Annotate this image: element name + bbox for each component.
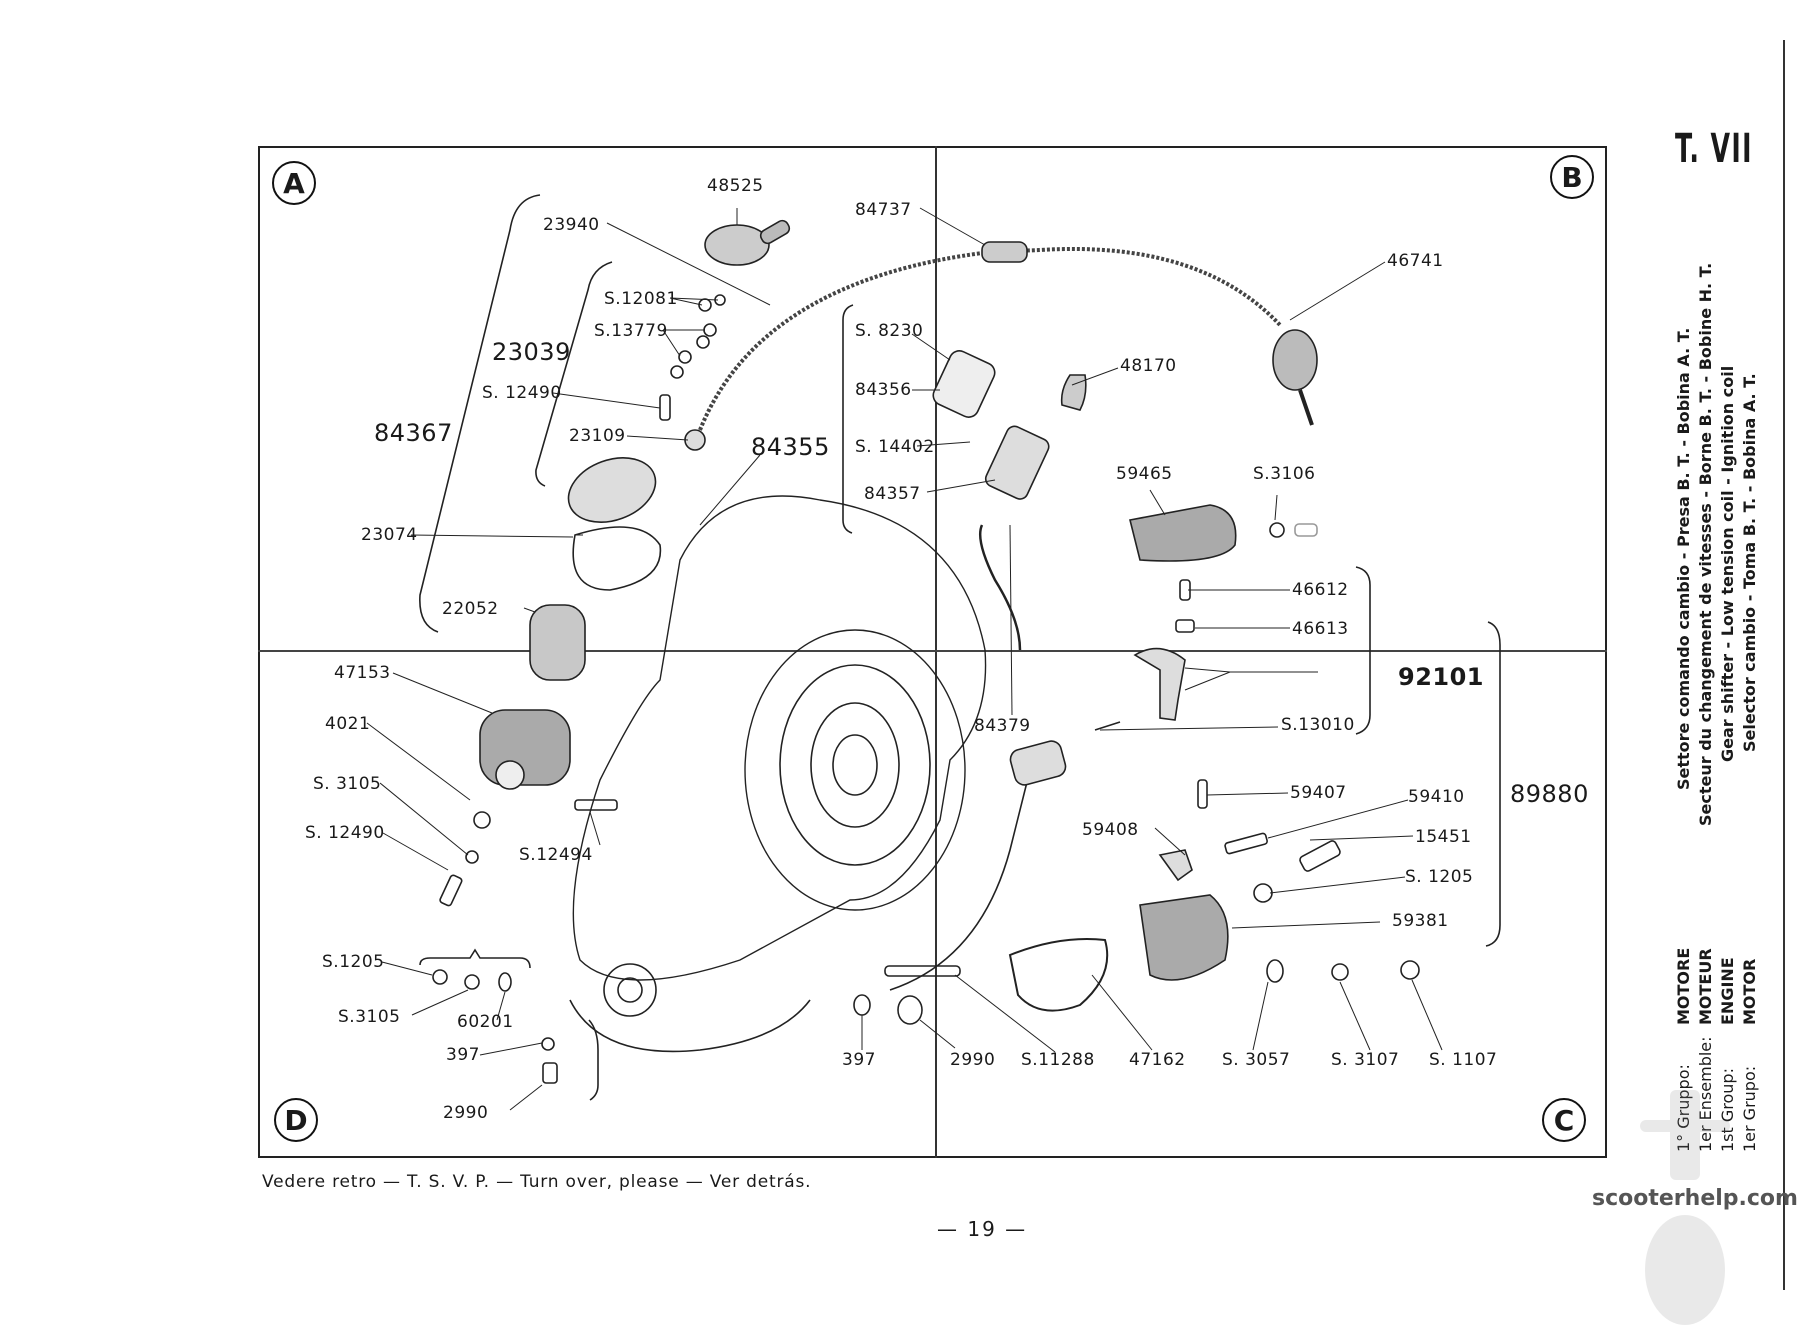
description-line: Gear shifter - Low tension coil - Igniti… <box>1718 365 1737 762</box>
gasket-47162 <box>1008 938 1109 1012</box>
part-label: 84356 <box>855 380 912 400</box>
part-label: 397 <box>842 1050 876 1070</box>
selector-92101 <box>1133 647 1186 721</box>
part-label: S.12081 <box>604 289 678 309</box>
part-label: 23074 <box>361 525 418 545</box>
description-line: Selector cambio - Toma B. T. - Bobina A.… <box>1740 373 1759 752</box>
assembly-label: 23039 <box>492 338 571 366</box>
part-label: 47153 <box>334 663 391 683</box>
selector-box-59381 <box>1139 894 1229 981</box>
watermark-text: scooterhelp.com <box>1592 1186 1798 1211</box>
coil-22052 <box>529 604 586 681</box>
quadrant-marker-b: B <box>1550 155 1594 199</box>
ht-coil-cap-23109 <box>567 457 657 523</box>
plate-title: T. VII <box>1675 126 1753 172</box>
part-label: 59465 <box>1116 464 1173 484</box>
connector-84356 <box>932 350 996 418</box>
quadrant-divider-vertical <box>935 146 937 1158</box>
scooter-watermark-icon <box>1640 1090 1730 1325</box>
part-label: S. 1107 <box>1429 1050 1498 1070</box>
part-label: 59410 <box>1408 787 1465 807</box>
assembly-label: 92101 <box>1398 663 1484 691</box>
part-label: S.3106 <box>1253 464 1316 484</box>
part-label: 47162 <box>1129 1050 1186 1070</box>
part-label: 46613 <box>1292 619 1349 639</box>
brace-84355 <box>842 304 854 534</box>
assembly-label: 84355 <box>751 433 830 461</box>
footer-note: Vedere retro — T. S. V. P. — Turn over, … <box>262 1172 812 1192</box>
part-label: S. 12490 <box>482 383 562 403</box>
part-label: 59381 <box>1392 911 1449 931</box>
brace-hardware <box>419 948 531 969</box>
gasket-23074 <box>572 526 662 591</box>
part-label: 84379 <box>974 716 1031 736</box>
leader-lines <box>366 207 1443 1111</box>
part-label: 2990 <box>950 1050 996 1070</box>
description-line: Secteur du changement de vitesses - Born… <box>1696 262 1715 826</box>
part-label: S. 3105 <box>313 774 382 794</box>
part-label: S. 8230 <box>855 321 924 341</box>
part-48525 <box>704 224 770 266</box>
terminal-84357 <box>984 425 1050 500</box>
group-value: MOTOR <box>1740 958 1759 1025</box>
part-label: S.13779 <box>594 321 668 341</box>
coil-47153 <box>479 709 571 786</box>
part-label: 2990 <box>443 1103 489 1123</box>
diagram-frame <box>258 146 1607 1158</box>
quadrant-marker-d: D <box>274 1098 318 1142</box>
group-value: ENGINE <box>1718 957 1737 1025</box>
part-label: 84737 <box>855 200 912 220</box>
part-label: 23940 <box>543 215 600 235</box>
brace-92101 <box>1355 566 1371 735</box>
engine-cover <box>572 495 987 981</box>
ht-cable <box>698 246 1282 431</box>
assembly-label: 89880 <box>1510 780 1589 808</box>
assembly-label: 84367 <box>374 419 453 447</box>
part-label: 23109 <box>569 426 626 446</box>
group-value: MOTEUR <box>1696 948 1715 1025</box>
description-line: Settore comando cambio - Presa B. T. - B… <box>1674 327 1693 790</box>
cable-connector-84737 <box>981 241 1028 263</box>
part-label: 46612 <box>1292 580 1349 600</box>
flywheel <box>744 629 966 911</box>
quadrant-divider-horizontal <box>258 650 1607 652</box>
page-edge-line <box>1783 40 1785 1290</box>
part-label: S. 14402 <box>855 437 935 457</box>
part-label: S. 12490 <box>305 823 385 843</box>
spark-cap-46741 <box>1272 329 1318 391</box>
part-label: 60201 <box>457 1012 514 1032</box>
part-label: S.1205 <box>322 952 385 972</box>
part-label: 48525 <box>707 176 764 196</box>
brace-bottom-left <box>588 1019 599 1101</box>
part-label: 46741 <box>1387 251 1444 271</box>
quadrant-marker-c: C <box>1542 1098 1586 1142</box>
part-label: S.11288 <box>1021 1050 1095 1070</box>
brace-84367 <box>419 194 541 633</box>
cover-59465 <box>1129 504 1237 562</box>
kickstart-lever <box>889 769 1031 991</box>
part-label: 22052 <box>442 599 499 619</box>
brace-89880 <box>1485 621 1501 947</box>
part-label: S. 1205 <box>1405 867 1474 887</box>
quadrant-marker-a: A <box>272 161 316 205</box>
group-value: MOTORE <box>1674 947 1693 1025</box>
part-label: 4021 <box>325 714 371 734</box>
brace-23039 <box>535 261 613 487</box>
crankcase-hub <box>603 963 657 1017</box>
part-label: 48170 <box>1120 356 1177 376</box>
part-label: 59408 <box>1082 820 1139 840</box>
part-label: S. 3107 <box>1331 1050 1400 1070</box>
part-label: 397 <box>446 1045 480 1065</box>
part-label: S.12494 <box>519 845 593 865</box>
part-label: S.3105 <box>338 1007 401 1027</box>
part-label: 84357 <box>864 484 921 504</box>
part-label: S.13010 <box>1281 715 1355 735</box>
group-label: 1er Grupo: <box>1740 1065 1759 1152</box>
page-number: — 19 — <box>937 1217 1028 1241</box>
part-label: S. 3057 <box>1222 1050 1291 1070</box>
part-label: 15451 <box>1415 827 1472 847</box>
part-label: 59407 <box>1290 783 1347 803</box>
